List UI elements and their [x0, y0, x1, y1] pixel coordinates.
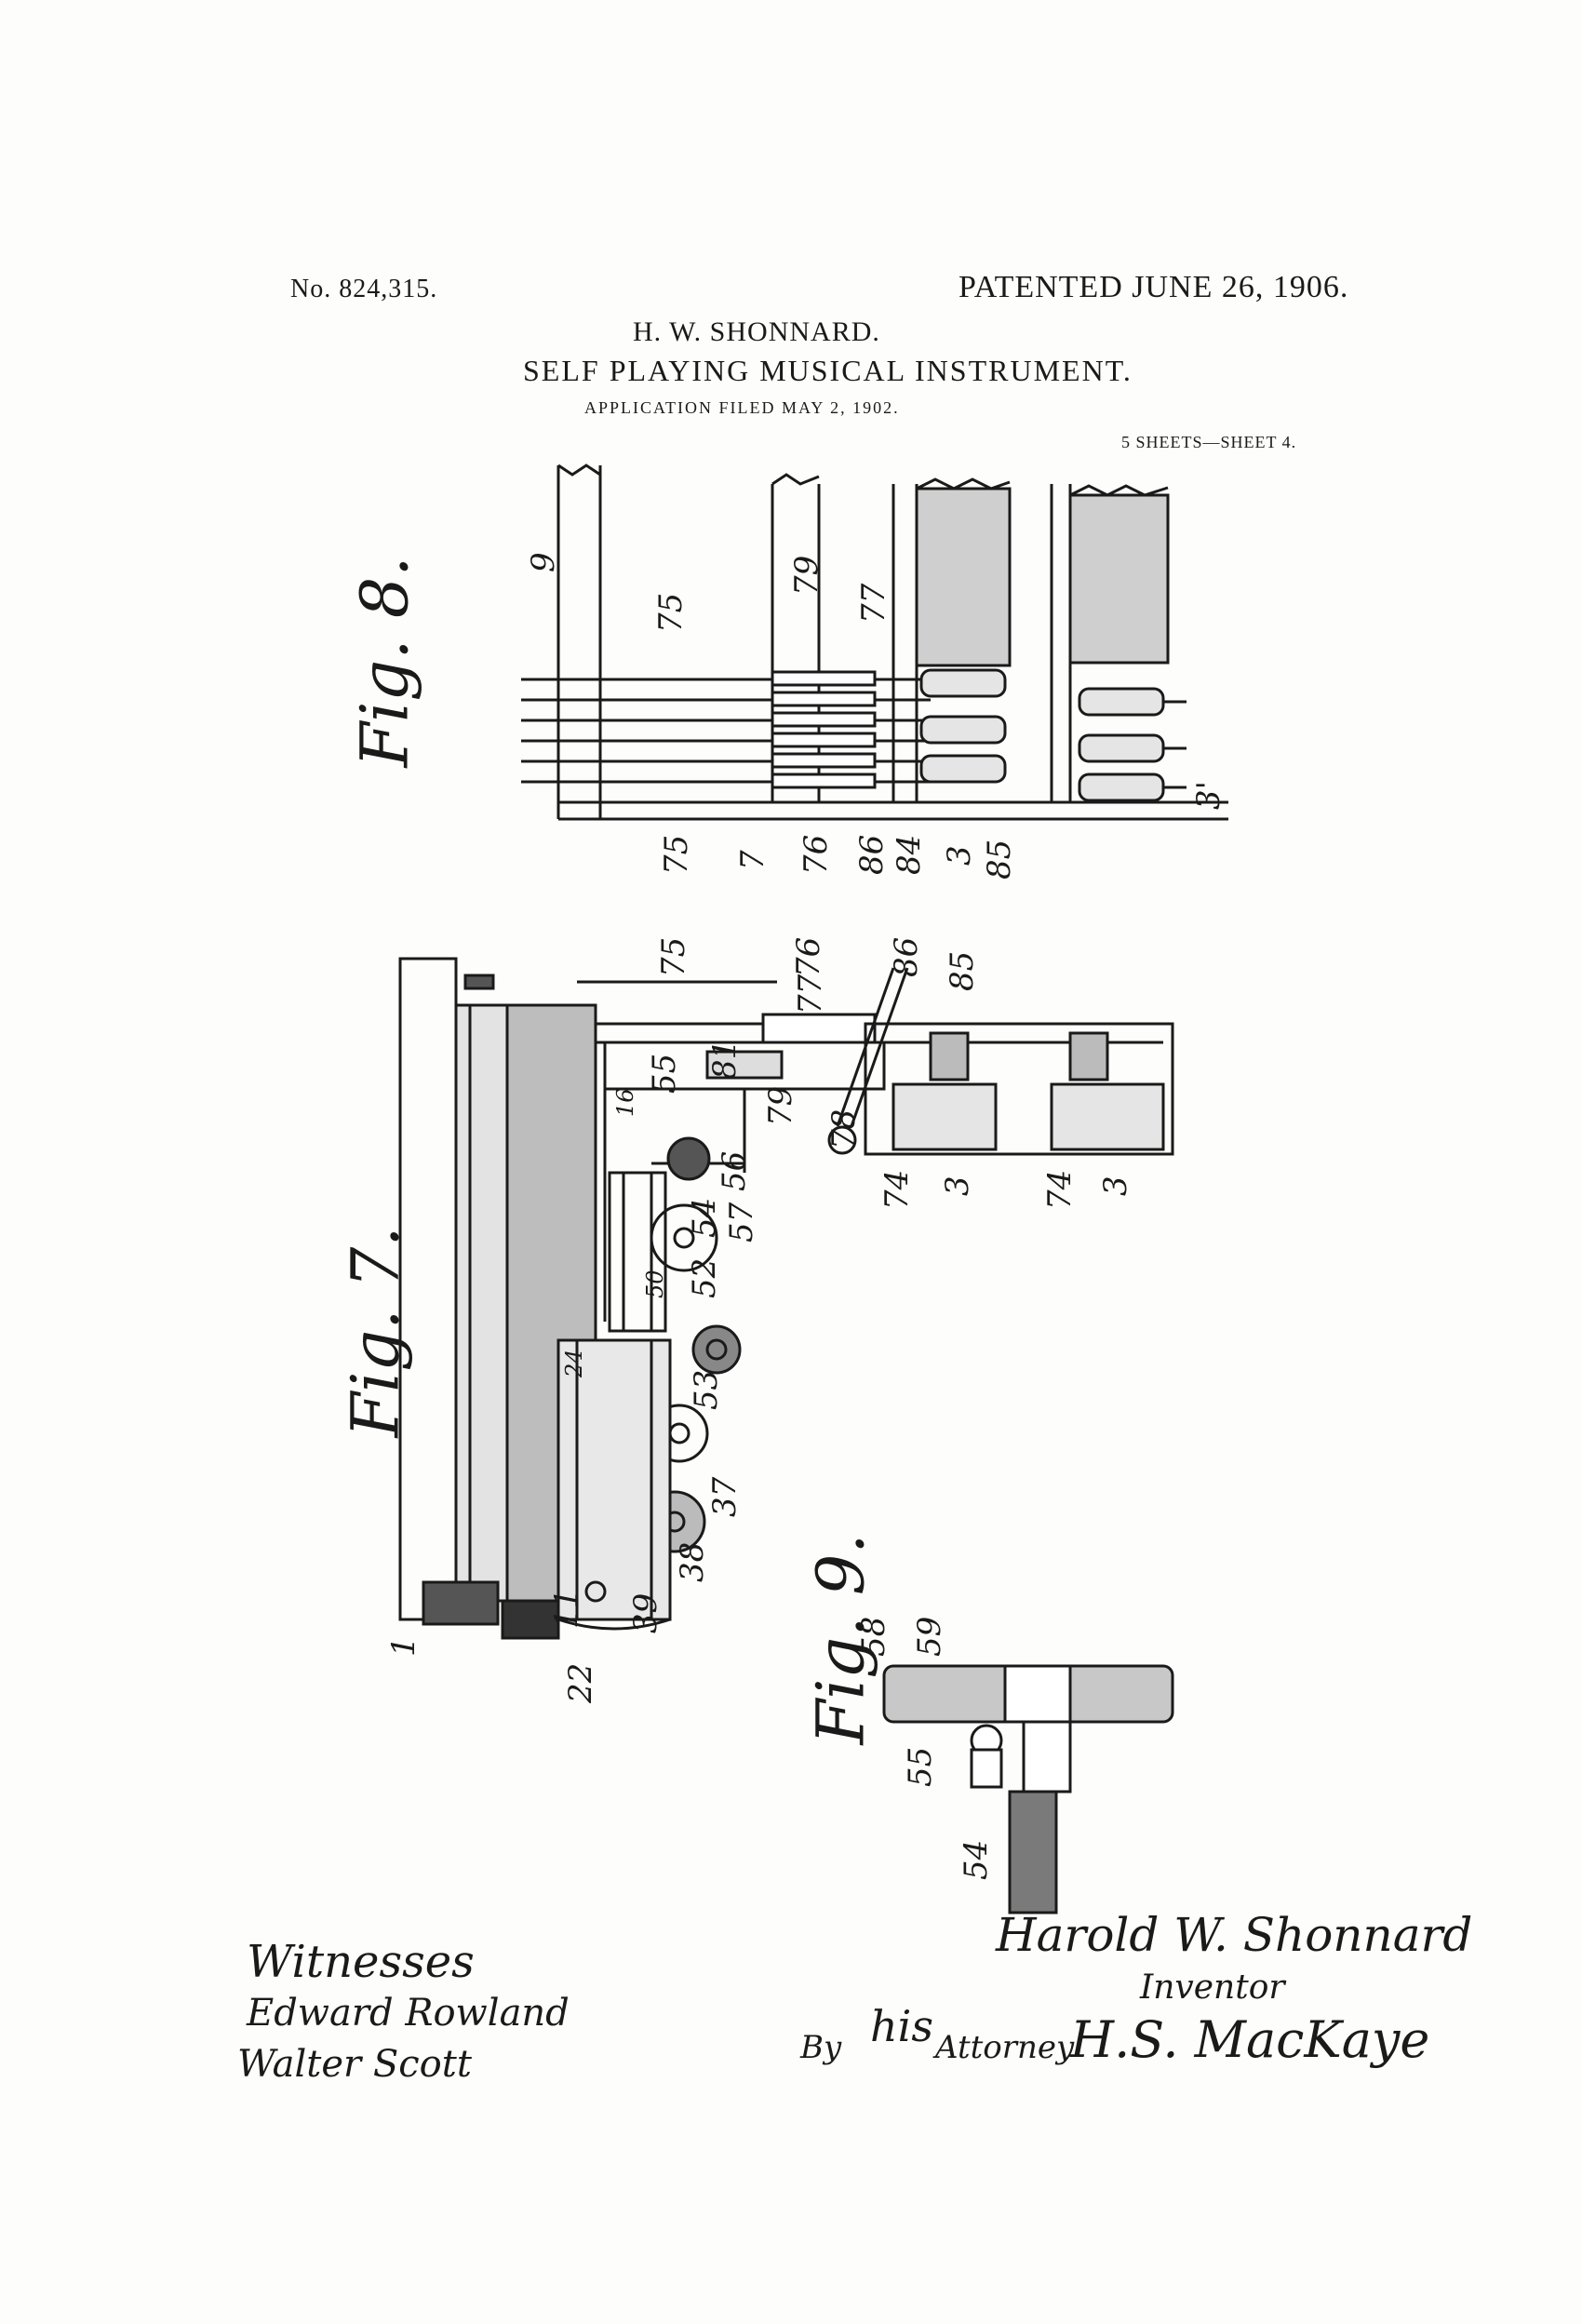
fig7-ref-37: 37 — [706, 1476, 744, 1517]
fig7-ref-77: 77 — [792, 974, 829, 1014]
his-label: his — [870, 2001, 933, 2051]
fig7-ref-24: 24 — [561, 1349, 587, 1378]
fig7-ref-55: 55 — [646, 1054, 683, 1094]
fig7-ref-50: 50 — [642, 1269, 668, 1298]
fig8-ref-86: 86 — [853, 835, 891, 875]
patent-number: No. 824,315. — [290, 275, 438, 303]
attorney-signature: H.S. MacKaye — [1070, 2010, 1430, 2069]
witness-signature-2: Walter Scott — [237, 2043, 472, 2086]
fig9-ref-55: 55 — [902, 1747, 939, 1787]
fig8-ref-9: 9 — [525, 552, 562, 572]
figure-9-drawing — [882, 1664, 1174, 1914]
figure-7-drawing — [398, 957, 1174, 1640]
fig7-ref-16: 16 — [612, 1088, 638, 1117]
fig7-ref-57: 57 — [723, 1202, 760, 1243]
fig7-ref-56: 56 — [716, 1151, 753, 1191]
fig7-ref-3-right: 3 — [1097, 1175, 1134, 1196]
fig7-ref-22: 22 — [562, 1663, 599, 1704]
inventor-signature: Harold W. Shonnard — [996, 1908, 1473, 1962]
attorney-role: Attorney — [935, 2029, 1075, 2066]
fig8-ref-7: 7 — [734, 850, 771, 870]
inventor-role: Inventor — [1140, 1968, 1285, 2007]
fig7-ref-1: 1 — [385, 1636, 422, 1657]
fig7-ref-81: 81 — [706, 1040, 744, 1080]
patent-date: PATENTED JUNE 26, 1906. — [959, 270, 1349, 304]
fig7-ref-85: 85 — [944, 951, 981, 991]
witnesses-heading: Witnesses — [247, 1936, 475, 1988]
fig7-ref-75: 75 — [655, 937, 692, 977]
fig7-ref-38: 38 — [674, 1542, 711, 1582]
filing-date: APPLICATION FILED MAY 2, 1902. — [584, 398, 900, 417]
fig8-ref-84: 84 — [891, 835, 928, 875]
fig7-ref-11: 11 — [548, 1589, 585, 1629]
fig7-ref-74-right: 74 — [1041, 1170, 1079, 1210]
fig7-ref-79: 79 — [762, 1086, 799, 1126]
fig8-ref-79: 79 — [788, 556, 825, 596]
fig8-ref-75-bottom: 75 — [658, 835, 695, 875]
fig8-ref-85: 85 — [981, 840, 1018, 880]
fig7-ref-52: 52 — [686, 1258, 723, 1298]
fig9-ref-59: 59 — [911, 1617, 948, 1657]
fig7-ref-86: 86 — [888, 937, 925, 977]
fig8-ref-3: 3 — [941, 845, 978, 866]
fig8-ref-77: 77 — [855, 583, 892, 624]
fig7-ref-76: 76 — [790, 937, 827, 977]
patent-title: SELF PLAYING MUSICAL INSTRUMENT. — [523, 354, 1133, 387]
figure-8-drawing — [521, 463, 1228, 821]
fig9-ref-58: 58 — [855, 1617, 892, 1657]
by-label: By — [800, 2029, 842, 2066]
figure-7-refs: 75 76 86 85 77 81 55 16 79 78 74 3 74 3 … — [385, 937, 1134, 1704]
sheet-count: 5 SHEETS—SHEET 4. — [1121, 433, 1297, 451]
inventor-name: H. W. SHONNARD. — [633, 316, 880, 347]
figure-9-label: Fig. 9. — [802, 1533, 879, 1745]
fig8-ref-3-prime: 3' — [1190, 781, 1227, 810]
figure-9-refs: 58 59 55 54 — [855, 1617, 995, 1880]
fig8-ref-75-top: 75 — [652, 593, 690, 633]
fig7-ref-53: 53 — [688, 1370, 725, 1410]
figure-8-refs: 9 75 79 77 75 7 76 86 84 3 85 3' — [525, 552, 1227, 880]
fig7-ref-54: 54 — [686, 1198, 723, 1238]
fig8-ref-76: 76 — [798, 835, 835, 875]
fig9-ref-54: 54 — [958, 1840, 995, 1880]
fig7-ref-3-left: 3 — [939, 1175, 976, 1196]
witness-signature-1: Edward Rowland — [247, 1992, 570, 2035]
fig7-ref-74-left: 74 — [878, 1170, 916, 1210]
fig7-ref-39: 39 — [627, 1593, 664, 1633]
fig7-ref-78: 78 — [825, 1109, 863, 1149]
figure-7-label: Fig. 7. — [337, 1226, 414, 1438]
figure-8-label: Fig. 8. — [346, 556, 423, 768]
